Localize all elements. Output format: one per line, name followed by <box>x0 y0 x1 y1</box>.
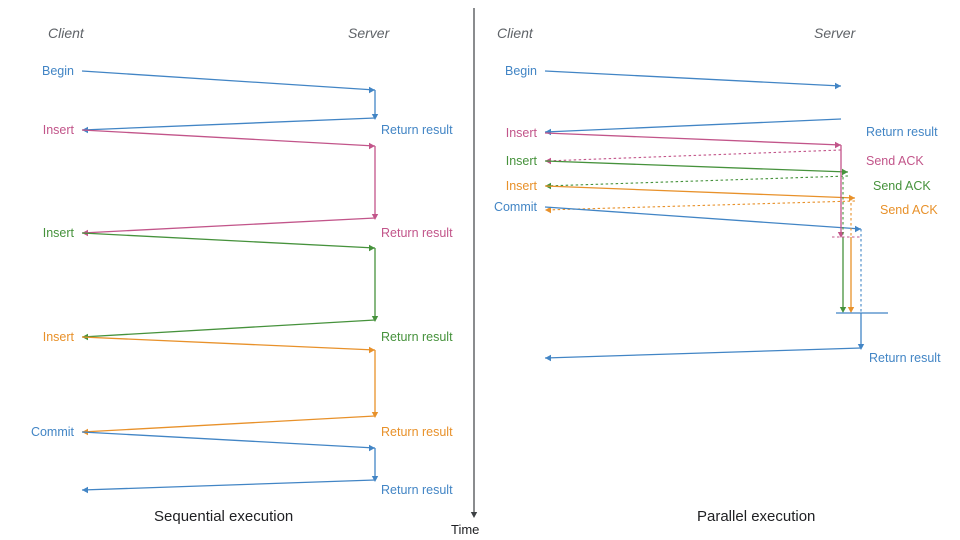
left-client-actor-label: Client <box>48 25 85 41</box>
arrowhead-left-icon <box>82 486 88 494</box>
message-label: Insert <box>506 126 538 140</box>
message-label: Insert <box>506 179 538 193</box>
message-arrow-line <box>544 206 862 230</box>
arrowhead-right-icon <box>369 142 375 150</box>
message-arrow-line <box>544 185 856 199</box>
message-label: Insert <box>43 330 75 344</box>
arrowhead-down-icon <box>857 344 865 350</box>
message-label: Return result <box>869 351 941 365</box>
arrowhead-right-icon <box>369 444 375 452</box>
message-label: Begin <box>505 64 537 78</box>
arrowhead-right-icon <box>855 225 861 233</box>
right-server-actor-label: Server <box>814 25 857 41</box>
arrowhead-down-icon <box>847 307 855 313</box>
message-arrow-line <box>544 118 842 133</box>
message-arrow-line <box>544 347 862 359</box>
message-arrow-line <box>81 319 376 338</box>
arrowhead-down-icon <box>371 214 379 220</box>
arrowhead-down-icon <box>371 316 379 322</box>
arrowhead-right-icon <box>369 346 375 354</box>
message-label: Commit <box>31 425 75 439</box>
arrowhead-left-icon <box>545 128 551 136</box>
message-arrow-line <box>544 132 842 146</box>
message-label: Return result <box>866 125 938 139</box>
arrowhead-right-icon <box>369 86 375 94</box>
arrowhead-left-icon <box>545 206 551 214</box>
message-label: Send ACK <box>880 203 938 217</box>
arrowhead-right-icon <box>369 244 375 252</box>
right-panel-caption: Parallel execution <box>697 508 815 525</box>
arrowhead-down-icon <box>470 512 478 518</box>
message-arrow-line <box>81 70 376 91</box>
message-arrow-line <box>81 232 376 249</box>
message-label: Send ACK <box>873 179 931 193</box>
time-axis-label: Time <box>451 522 479 537</box>
message-label: Return result <box>381 123 453 137</box>
message-label: Insert <box>43 123 75 137</box>
arrowhead-right-icon <box>835 141 841 149</box>
right-client-actor-label: Client <box>497 25 534 41</box>
message-label: Begin <box>42 64 74 78</box>
message-arrow-line <box>544 175 849 187</box>
arrowhead-down-icon <box>839 307 847 313</box>
message-arrow-line <box>81 217 376 234</box>
message-label: Return result <box>381 483 453 497</box>
message-arrow-line <box>544 160 849 173</box>
message-arrow-line <box>544 200 856 211</box>
message-label: Return result <box>381 330 453 344</box>
message-arrow-line <box>544 70 842 87</box>
left-server-actor-label: Server <box>348 25 391 41</box>
message-arrow-line <box>544 149 842 162</box>
arrowhead-right-icon <box>849 194 855 202</box>
left-panel-caption: Sequential execution <box>154 508 293 525</box>
message-label: Commit <box>494 200 538 214</box>
message-arrow-line <box>81 336 376 351</box>
message-arrow-line <box>81 129 376 147</box>
arrowhead-right-icon <box>835 82 841 90</box>
message-label: Send ACK <box>866 154 924 168</box>
arrowhead-down-icon <box>371 412 379 418</box>
message-arrow-line <box>81 415 376 433</box>
message-label: Return result <box>381 425 453 439</box>
message-label: Insert <box>506 154 538 168</box>
arrowhead-down-icon <box>371 114 379 120</box>
message-arrow-line <box>81 431 376 449</box>
message-arrow-line <box>81 479 376 491</box>
time-axis <box>470 8 478 518</box>
arrowhead-left-icon <box>545 354 551 362</box>
message-arrow-line <box>81 117 376 131</box>
message-label: Return result <box>381 226 453 240</box>
message-label: Insert <box>43 226 75 240</box>
arrowhead-down-icon <box>371 476 379 482</box>
